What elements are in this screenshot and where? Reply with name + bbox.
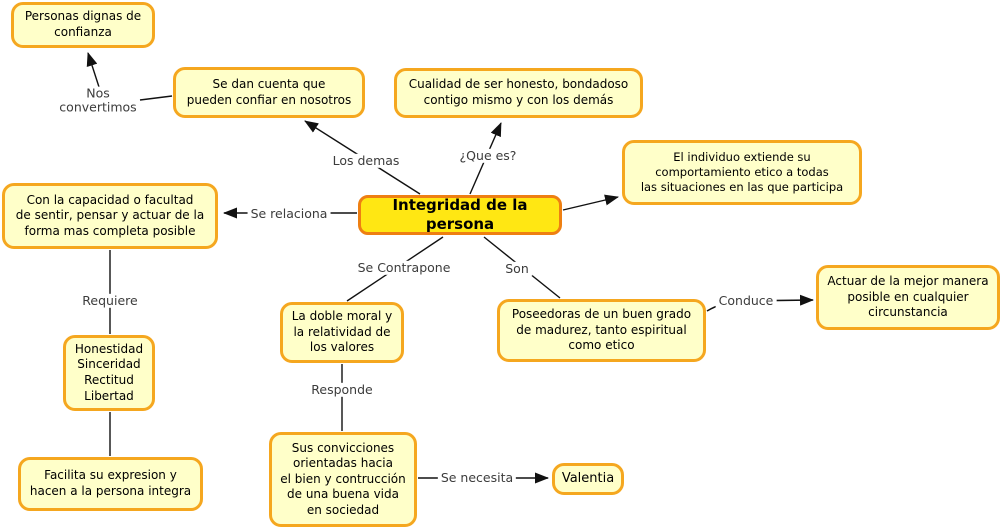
link-label-son[interactable]: Son [502, 261, 532, 277]
concept-node-se-dan-cuenta[interactable]: Se dan cuenta que pueden confiar en noso… [173, 67, 365, 118]
link-label-responde[interactable]: Responde [308, 382, 376, 398]
concept-node-personas-dignas[interactable]: Personas dignas de confianza [11, 2, 155, 48]
concept-node-valores-honestidad[interactable]: Honestidad Sinceridad Rectitud Libertad [63, 335, 155, 411]
concept-node-integridad-root[interactable]: Integridad de la persona [358, 195, 562, 235]
concept-node-facilita-expresion[interactable]: Facilita su expresion y hacen a la perso… [18, 457, 203, 511]
concept-node-doble-moral[interactable]: La doble moral y la relatividad de los v… [280, 302, 404, 363]
link-label-los-demas[interactable]: Los demas [329, 153, 403, 169]
concept-node-capacidad[interactable]: Con la capacidad o facultad de sentir, p… [2, 183, 218, 249]
concept-node-poseedoras[interactable]: Poseedoras de un buen grado de madurez, … [497, 299, 706, 362]
connector-nos-sedan [139, 95, 173, 101]
link-label-se-relaciona[interactable]: Se relaciona [247, 206, 331, 222]
concept-node-actuar-mejor-manera[interactable]: Actuar de la mejor manera posible en cua… [816, 265, 1000, 330]
link-label-nos-convertimos[interactable]: Nos convertimos [56, 86, 140, 116]
link-label-se-necesita[interactable]: Se necesita [437, 470, 517, 486]
link-label-se-contrapone[interactable]: Se Contrapone [354, 260, 454, 276]
link-label-conduce[interactable]: Conduce [715, 293, 777, 309]
link-label-que-es[interactable]: ¿Que es? [456, 148, 520, 164]
concept-node-valentia[interactable]: Valentia [552, 463, 624, 495]
concept-node-el-individuo[interactable]: El individuo extiende su comportamiento … [622, 140, 862, 205]
concept-node-convicciones[interactable]: Sus convicciones orientadas hacia el bie… [269, 432, 417, 527]
link-label-requiere[interactable]: Requiere [79, 293, 141, 309]
concept-node-cualidad[interactable]: Cualidad de ser honesto, bondadoso conti… [394, 68, 643, 118]
connector-individuo [562, 194, 619, 211]
connector-nos-personas [86, 52, 100, 88]
